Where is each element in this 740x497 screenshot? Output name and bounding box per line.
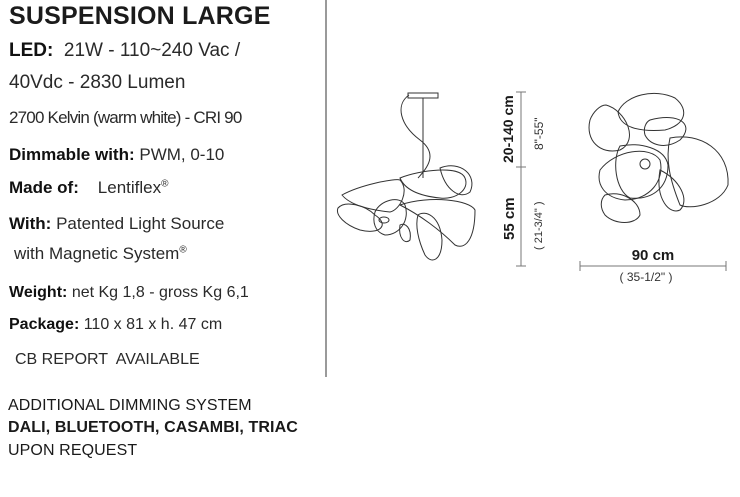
spec-with-line1: Patented Light Source	[56, 214, 225, 233]
diameter-cm: 90 cm	[632, 247, 675, 264]
spec-made-of: Made of: Lentiflex®	[9, 178, 169, 198]
spec-dimmable-value: PWM, 0-10	[139, 145, 225, 164]
product-title: SUSPENSION LARGE	[9, 2, 271, 30]
canopy-icon	[407, 92, 439, 99]
spec-led-label: LED:	[9, 40, 54, 61]
spec-weight: Weight: net Kg 1,8 - gross Kg 6,1	[9, 284, 249, 302]
body-height-cm: 55 cm	[501, 197, 518, 240]
spec-dimmable-label: Dimmable with:	[9, 145, 135, 164]
spec-package: Package: 110 x 81 x h. 47 cm	[9, 316, 222, 334]
footer-line1: ADDITIONAL DIMMING SYSTEM	[8, 397, 252, 414]
body-height-in: ( 21-3/4" )	[533, 201, 545, 250]
registered-mark: ®	[179, 244, 187, 256]
spec-with-line2-text: with Magnetic System	[14, 244, 180, 263]
spec-weight-value: net Kg 1,8 - gross Kg 6,1	[71, 284, 249, 301]
diameter-in: ( 35-1/2" )	[620, 270, 673, 284]
spec-made-of-label: Made of:	[9, 178, 79, 197]
spec-dimmable: Dimmable with: PWM, 0-10	[9, 145, 224, 165]
spec-weight-label: Weight:	[9, 284, 68, 301]
spec-led-line1: 21W - 110~240 Vac /	[63, 40, 241, 61]
spec-led-line2: 40Vdc - 2830 Lumen	[9, 72, 186, 93]
vertical-divider	[325, 0, 327, 377]
spec-with-line2: with Magnetic System®	[14, 244, 187, 264]
spec-made-of-value: Lentiflex	[97, 178, 162, 197]
cb-report: CB REPORT AVAILABLE	[15, 351, 200, 368]
footer-line2: DALI, BLUETOOTH, CASAMBI, TRIAC	[8, 419, 298, 436]
lamp-side-view-drawing: 20-140 cm 8"-55" 55 cm ( 21-3/4" ) 90 cm…	[336, 91, 729, 284]
cable-height-cm: 20-140 cm	[500, 95, 516, 163]
spec-package-value: 110 x 81 x h. 47 cm	[83, 316, 223, 333]
spec-package-label: Package:	[9, 316, 80, 333]
spec-color-temp: 2700 Kelvin (warm white) - CRI 90	[9, 108, 242, 127]
registered-mark: ®	[161, 178, 169, 190]
spec-with: With: Patented Light Source	[9, 214, 224, 234]
lamp-top-view-drawing	[588, 92, 729, 223]
spec-led: LED: 21W - 110~240 Vac /	[9, 40, 240, 62]
cable-height-in: 8"-55"	[532, 117, 546, 150]
spec-with-label: With:	[9, 214, 52, 233]
footer-line3: UPON REQUEST	[8, 442, 138, 459]
